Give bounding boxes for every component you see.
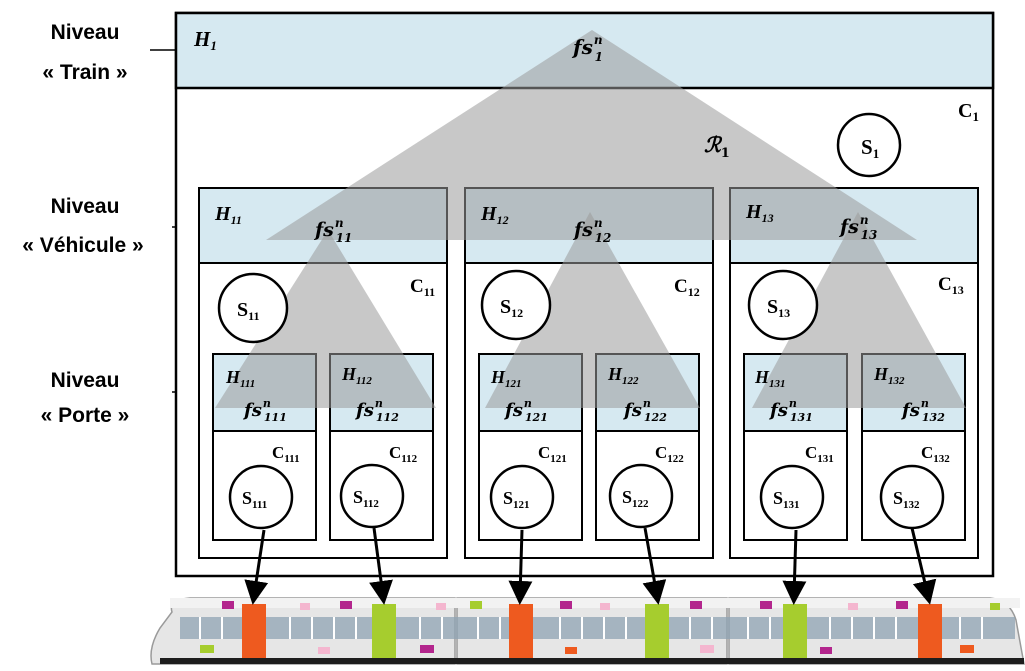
- label-h131: H131: [754, 367, 786, 390]
- label-h12: H12: [480, 203, 509, 227]
- label-h13: H13: [745, 201, 774, 225]
- train-door-121: [509, 604, 533, 660]
- state-circle-s122: [608, 463, 674, 529]
- label-c132: C132: [921, 443, 950, 465]
- arrow-s111: [244, 529, 269, 605]
- label-s122: S122: [622, 487, 649, 510]
- state-node-s1: S1: [836, 112, 902, 178]
- label-s11: S11: [237, 299, 259, 323]
- label-c13: C13: [938, 274, 964, 297]
- label-c122: C122: [655, 443, 684, 465]
- arrow-s131: [782, 529, 807, 605]
- label-c1: C1: [958, 100, 979, 124]
- arrow-s132: [910, 527, 937, 605]
- label-s111: S111: [242, 488, 267, 511]
- train-door-131: [783, 604, 807, 660]
- train-door-111: [242, 604, 266, 660]
- label-c111: C111: [272, 443, 300, 465]
- state-circle-s12: [480, 269, 552, 341]
- label-h132: H132: [873, 364, 905, 387]
- domain-triangle-vehicle-3: [752, 212, 966, 408]
- label-h11: H11: [214, 203, 242, 227]
- level-train-line1: Niveau: [51, 21, 120, 44]
- label-h1: H1: [193, 27, 217, 53]
- label-s112: S112: [353, 487, 379, 510]
- state-circle-s111: [228, 464, 294, 530]
- label-c11: C11: [410, 276, 435, 299]
- state-circle-s112: [339, 463, 405, 529]
- train-door-112: [372, 604, 396, 660]
- level-label-door: Niveau « Porte »: [41, 369, 130, 427]
- label-s131: S131: [773, 488, 800, 511]
- label-s121: S121: [503, 488, 530, 511]
- state-circle-s11: [217, 272, 289, 344]
- regional-train-icon: [150, 597, 1025, 665]
- state-circle-s13: [747, 269, 819, 341]
- label-c12: C12: [674, 276, 700, 299]
- label-c121: C121: [538, 443, 567, 465]
- level-vehicle-line1: Niveau: [51, 195, 120, 218]
- label-h121: H121: [490, 367, 522, 390]
- train-window-dividers: [199, 617, 983, 639]
- level-vehicle-line2: « Véhicule »: [22, 234, 143, 257]
- label-s12: S12: [500, 296, 523, 320]
- level-door-line1: Niveau: [51, 369, 120, 392]
- train-door-122: [645, 604, 669, 660]
- train-roof: [170, 598, 1020, 608]
- label-h112: H112: [341, 364, 372, 387]
- train-undercarriage: [160, 658, 1024, 664]
- label-s13: S13: [767, 296, 790, 320]
- domain-triangles: [215, 30, 966, 408]
- label-c112: C112: [389, 443, 418, 465]
- label-s1: S1: [861, 135, 879, 161]
- domain-triangle-vehicle-2: [485, 212, 700, 408]
- level-label-train: Niveau « Train »: [42, 21, 127, 84]
- state-circle-s121: [489, 464, 555, 530]
- state-circle-s131: [759, 464, 825, 530]
- level-door-line2: « Porte »: [41, 404, 130, 427]
- level-label-vehicle: Niveau « Véhicule »: [22, 195, 143, 257]
- arrow-s121: [508, 529, 533, 605]
- label-c131: C131: [805, 443, 834, 465]
- domain-triangle-vehicle-1: [215, 230, 436, 408]
- label-h111: H111: [225, 367, 255, 390]
- level-train-line2: « Train »: [42, 61, 127, 84]
- door-arrows: [244, 527, 937, 605]
- state-circle-s1: [836, 112, 902, 178]
- arrow-s112: [369, 527, 393, 605]
- label-r1: ℛ1: [704, 132, 730, 161]
- label-h122: H122: [607, 364, 639, 387]
- train-livery: [200, 601, 1000, 654]
- train-door-132: [918, 604, 942, 660]
- label-s132: S132: [893, 488, 920, 511]
- arrow-s122: [642, 527, 667, 605]
- train-window-strip: [180, 617, 1015, 639]
- state-circle-s132: [879, 464, 945, 530]
- domain-triangle-train: [266, 30, 917, 240]
